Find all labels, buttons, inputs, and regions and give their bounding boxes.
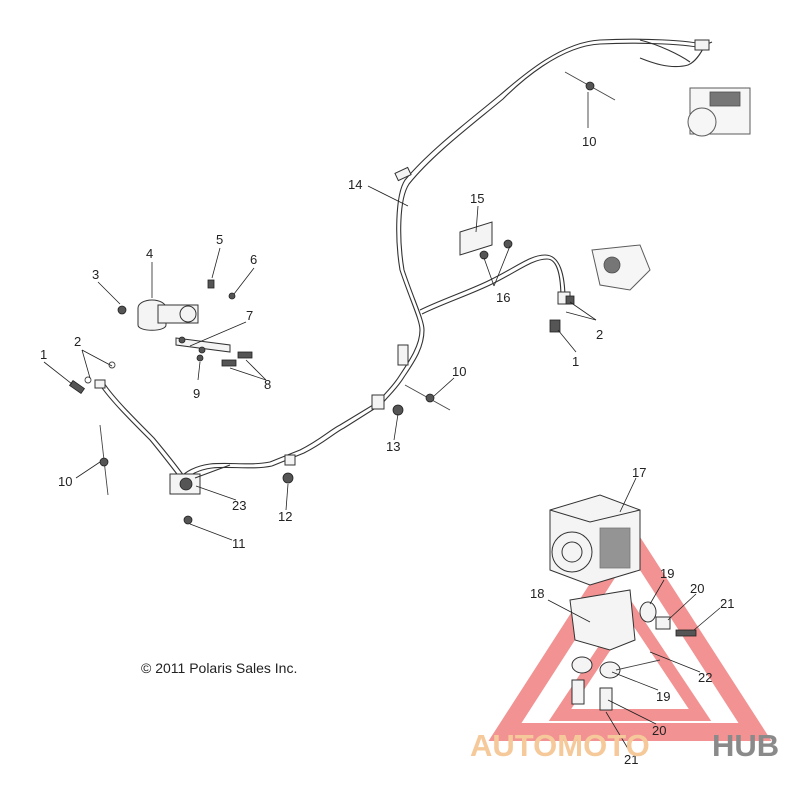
watermark-logo: AUTOMOTO HUB (470, 728, 779, 763)
callout-1: 1 (572, 354, 579, 369)
callout-10: 10 (58, 474, 72, 489)
callout-10: 10 (452, 364, 466, 379)
callout-10: 10 (582, 134, 596, 149)
callout-12: 12 (278, 509, 292, 524)
watermark-text-automoto: AUTOMOTO (470, 728, 650, 763)
callout-11: 11 (232, 536, 246, 551)
callout-19: 19 (656, 689, 670, 704)
callout-18: 18 (530, 586, 544, 601)
callout-4: 4 (146, 246, 153, 261)
callout-19: 19 (660, 566, 674, 581)
callout-6: 6 (250, 252, 257, 267)
copyright-notice: © 2011 Polaris Sales Inc. (141, 660, 297, 676)
callout-15: 15 (470, 191, 484, 206)
callout-2: 2 (596, 327, 603, 342)
callout-20: 20 (690, 581, 704, 596)
callout-21: 21 (720, 596, 734, 611)
callout-13: 13 (386, 439, 400, 454)
callout-22: 22 (698, 670, 712, 685)
callouts: 10 14 15 16 2 1 3 4 5 6 7 8 9 2 1 10 10 … (40, 134, 734, 767)
callout-9: 9 (193, 386, 200, 401)
callout-16: 16 (496, 290, 510, 305)
callout-17: 17 (632, 465, 646, 480)
callout-8: 8 (264, 377, 271, 392)
callout-21: 21 (624, 752, 638, 767)
callout-20: 20 (652, 723, 666, 738)
callout-5: 5 (216, 232, 223, 247)
abs-module-17 (549, 494, 641, 586)
fasteners (68, 239, 575, 525)
callout-1: 1 (40, 347, 47, 362)
abs-module-top (687, 87, 751, 137)
watermark-text-hub: HUB (712, 728, 779, 763)
mount-parts (569, 589, 697, 711)
bracket-15 (459, 221, 493, 256)
callout-23: 23 (232, 498, 246, 513)
callout-3: 3 (92, 267, 99, 282)
clips (99, 71, 616, 496)
callout-7: 7 (246, 308, 253, 323)
master-cylinder (137, 299, 231, 354)
rear-brake-line (94, 379, 231, 495)
brake-line-14 (179, 38, 713, 483)
callout-14: 14 (348, 177, 362, 192)
leader-lines (43, 92, 721, 753)
caliper-right (591, 244, 651, 291)
callout-2: 2 (74, 334, 81, 349)
